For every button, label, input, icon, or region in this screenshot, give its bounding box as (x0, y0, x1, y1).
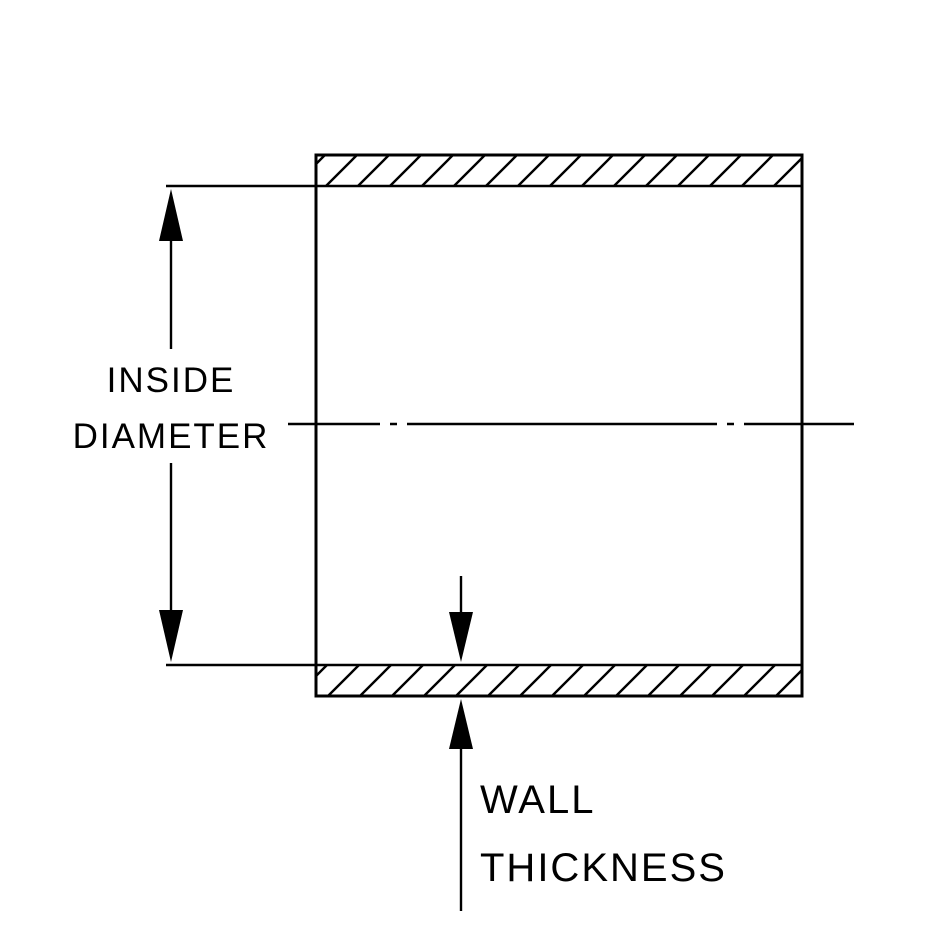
wall-thickness-label-line2: THICKNESS (480, 846, 727, 890)
tube-outline (314, 153, 804, 698)
top-wall-hatch (316, 155, 802, 186)
wall-thickness-label: WALL THICKNESS (480, 766, 727, 902)
inside-diameter-label-line1: INSIDE (106, 361, 236, 400)
inside-diameter-arrow-down-icon (159, 610, 183, 662)
wall-thickness-arrow-down-icon (449, 612, 473, 662)
wall-thickness-label-line1: WALL (480, 778, 596, 822)
bottom-wall-hatch (316, 665, 802, 696)
inside-diameter-arrow-up-icon (159, 189, 183, 241)
wall-thickness-arrow-up-icon (449, 699, 473, 749)
inside-diameter-label-line2: DIAMETER (72, 417, 270, 456)
inside-diameter-label: INSIDE DIAMETER (55, 353, 287, 465)
